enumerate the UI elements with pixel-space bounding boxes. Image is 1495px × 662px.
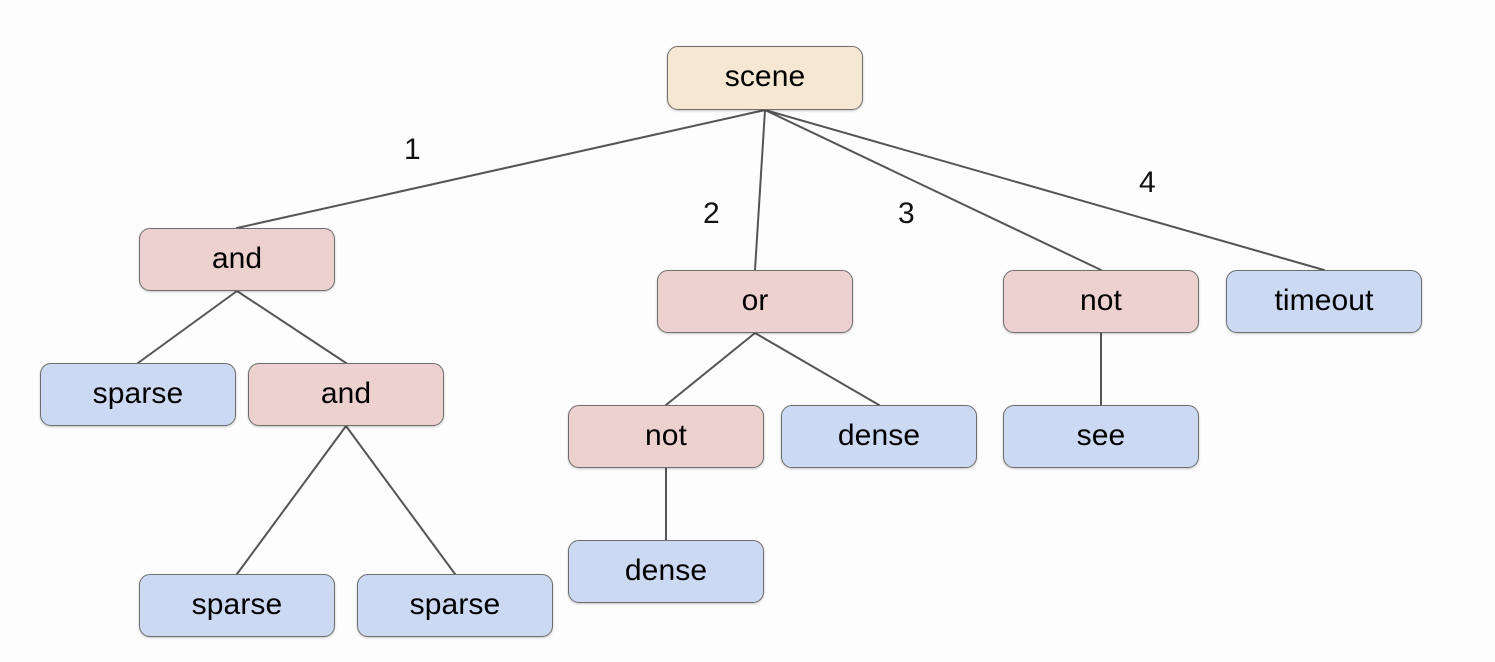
tree-node-sparse2[interactable]: sparse (139, 574, 335, 637)
tree-node-see1[interactable]: see (1003, 405, 1199, 468)
edge-label-2: 2 (703, 197, 720, 230)
tree-node-sparse3[interactable]: sparse (357, 574, 553, 637)
tree-edge-and1-to-and2 (236, 290, 347, 364)
tree-edge-or1-to-dense2 (754, 332, 880, 406)
tree-node-label-sparse3: sparse (409, 587, 501, 621)
tree-node-label-scene: scene (724, 60, 806, 93)
tree-node-dense2[interactable]: dense (781, 405, 977, 468)
tree-edge-scene-to-timeout1 (764, 109, 1325, 271)
tree-node-label-sparse1: sparse (92, 376, 184, 410)
tree-node-or1[interactable]: or (657, 270, 853, 333)
tree-node-not1[interactable]: not (568, 405, 764, 468)
tree-edge-or1-to-not1 (665, 332, 756, 406)
tree-node-label-not1: not (644, 418, 687, 452)
tree-node-label-timeout1: timeout (1274, 283, 1374, 317)
tree-node-label-dense2: dense (837, 418, 921, 452)
tree-node-timeout1[interactable]: timeout (1226, 270, 1422, 333)
edge-label-3: 3 (898, 197, 915, 230)
tree-node-and2[interactable]: and (248, 363, 444, 426)
tree-node-not2[interactable]: not (1003, 270, 1199, 333)
edge-label-1: 1 (404, 133, 421, 166)
tree-edge-scene-to-or1 (754, 109, 766, 271)
tree-node-label-not2: not (1079, 283, 1122, 317)
tree-node-label-or1: or (741, 283, 769, 317)
tree-node-label-and2: and (320, 376, 372, 410)
tree-edge-scene-to-not2 (764, 109, 1102, 271)
tree-edge-and2-to-sparse2 (236, 425, 347, 575)
tree-node-label-see1: see (1076, 418, 1126, 452)
tree-edge-and1-to-sparse1 (137, 290, 238, 364)
tree-edge-and2-to-sparse3 (345, 425, 456, 575)
tree-node-and1[interactable]: and (139, 228, 335, 291)
tree-node-scene[interactable]: scene (667, 46, 863, 110)
edge-label-4: 4 (1139, 166, 1156, 199)
tree-node-label-and1: and (211, 241, 263, 275)
tree-node-sparse1[interactable]: sparse (40, 363, 236, 426)
tree-node-dense1[interactable]: dense (568, 540, 764, 603)
tree-node-label-dense1: dense (624, 553, 708, 587)
tree-edge-scene-to-and1 (236, 109, 766, 229)
tree-node-label-sparse2: sparse (191, 587, 283, 621)
